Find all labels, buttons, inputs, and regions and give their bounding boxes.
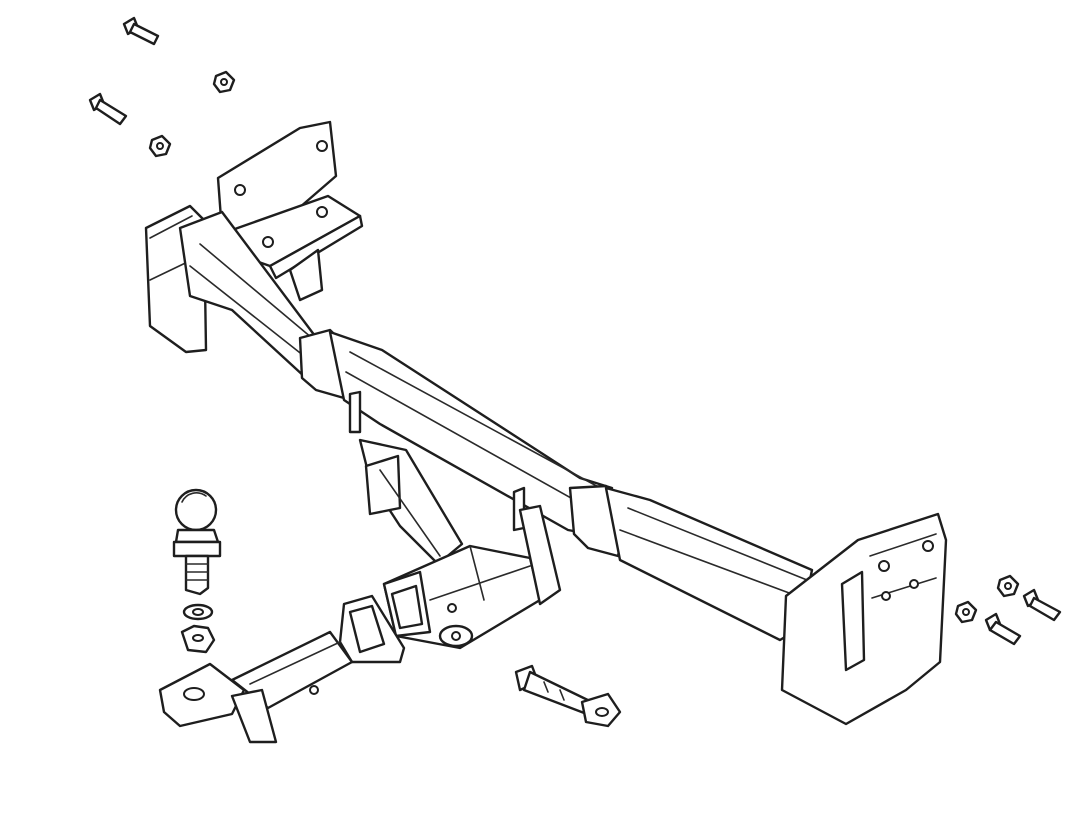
nut-top bbox=[212, 70, 236, 94]
main-crossbar bbox=[144, 204, 814, 642]
bolt-top-left bbox=[122, 16, 160, 46]
left-mounting-bracket bbox=[216, 120, 364, 302]
nut-right-lower bbox=[954, 600, 978, 624]
right-mounting-bracket bbox=[780, 512, 948, 726]
nut-right-upper bbox=[996, 574, 1020, 598]
bolt-right-lower bbox=[984, 612, 1022, 646]
fastener-nuts bbox=[148, 70, 1020, 624]
hitch-pin bbox=[514, 664, 622, 728]
fastener-bolts bbox=[88, 16, 1062, 646]
receiver-hitch bbox=[358, 438, 562, 650]
nut-left bbox=[148, 134, 172, 158]
bolt-mid-left bbox=[88, 92, 128, 126]
drawbar-ball-mount bbox=[158, 594, 406, 744]
tow-ball bbox=[172, 488, 222, 654]
bolt-right-upper bbox=[1022, 588, 1062, 622]
